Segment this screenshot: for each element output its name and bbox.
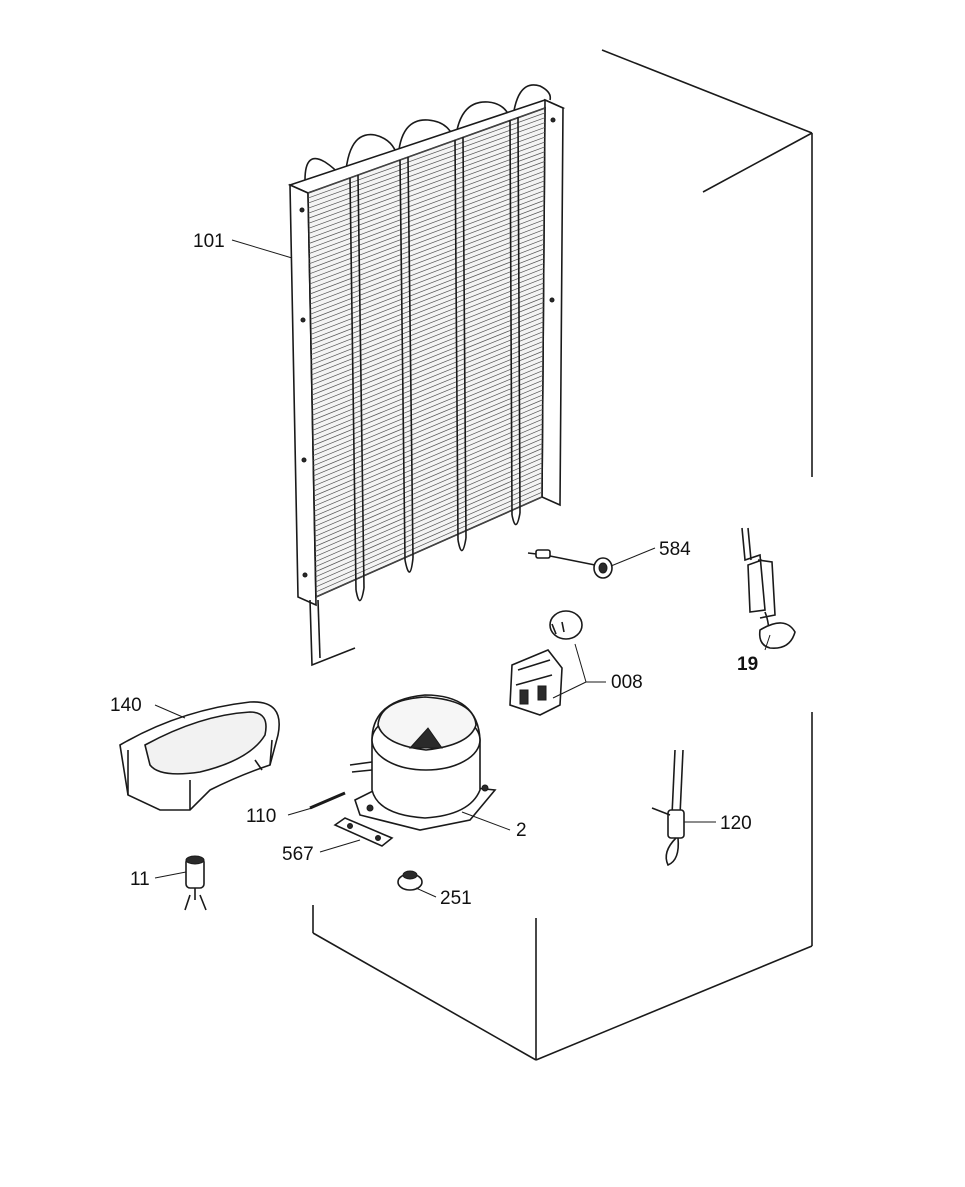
callout-19: 19	[737, 654, 758, 675]
dryer-filter	[184, 855, 207, 911]
condenser-wire-grid	[307, 107, 546, 598]
callout-008: 008	[611, 672, 643, 693]
callout-140: 140	[110, 695, 142, 716]
cabinet-outline	[312, 49, 813, 1061]
power-cord	[741, 527, 796, 649]
drip-tray	[119, 701, 280, 811]
capillary-joint	[651, 749, 685, 867]
callout-labels: 101 584 008 19 140 110 2 567 11 251 120	[110, 231, 758, 909]
leader-lines	[154, 239, 771, 898]
bracket	[333, 817, 394, 847]
callout-2: 2	[516, 820, 527, 841]
grommet	[397, 870, 423, 891]
callout-567: 567	[282, 844, 314, 865]
callout-11: 11	[130, 869, 150, 890]
pin	[309, 791, 346, 810]
callout-120: 120	[720, 813, 752, 834]
callout-101: 101	[193, 231, 225, 252]
callout-584: 584	[659, 539, 691, 560]
callout-110: 110	[246, 806, 276, 827]
callout-251: 251	[440, 888, 472, 909]
relay-overload	[509, 610, 583, 716]
cable-clip	[527, 549, 613, 579]
compressor	[349, 694, 497, 831]
condenser	[287, 84, 566, 667]
